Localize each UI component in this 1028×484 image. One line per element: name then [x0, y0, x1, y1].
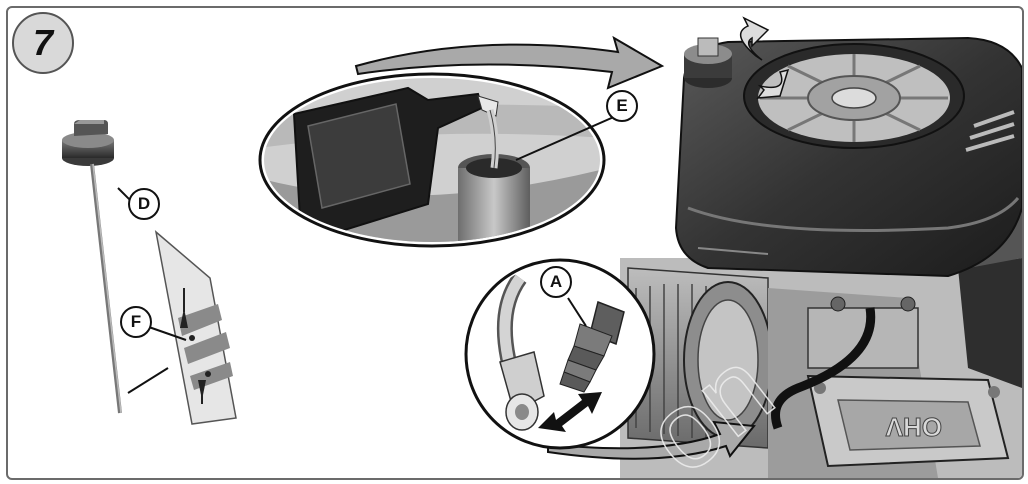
- rotate-arrow: [739, 16, 790, 99]
- illustration: OHV: [62, 16, 1022, 478]
- leader-a: [567, 297, 587, 327]
- figure-frame: OHV: [6, 6, 1024, 480]
- callout-d: D: [128, 188, 160, 220]
- direction-arrow-bottom: [547, 420, 756, 460]
- direction-arrow-top: [354, 35, 665, 90]
- figure-number-badge: 7: [12, 12, 74, 74]
- callout-f: F: [120, 306, 152, 338]
- ohv-emboss: OHV: [885, 412, 942, 442]
- oil-fill-detail: [258, 72, 606, 248]
- callout-a: A: [540, 266, 572, 298]
- dipstick: [62, 120, 169, 414]
- drain-valve-detail: [464, 258, 656, 450]
- dipstick-tip-detail: [154, 230, 237, 425]
- callout-e: E: [606, 90, 638, 122]
- leader-e: [515, 115, 617, 161]
- leader-f: [145, 325, 187, 341]
